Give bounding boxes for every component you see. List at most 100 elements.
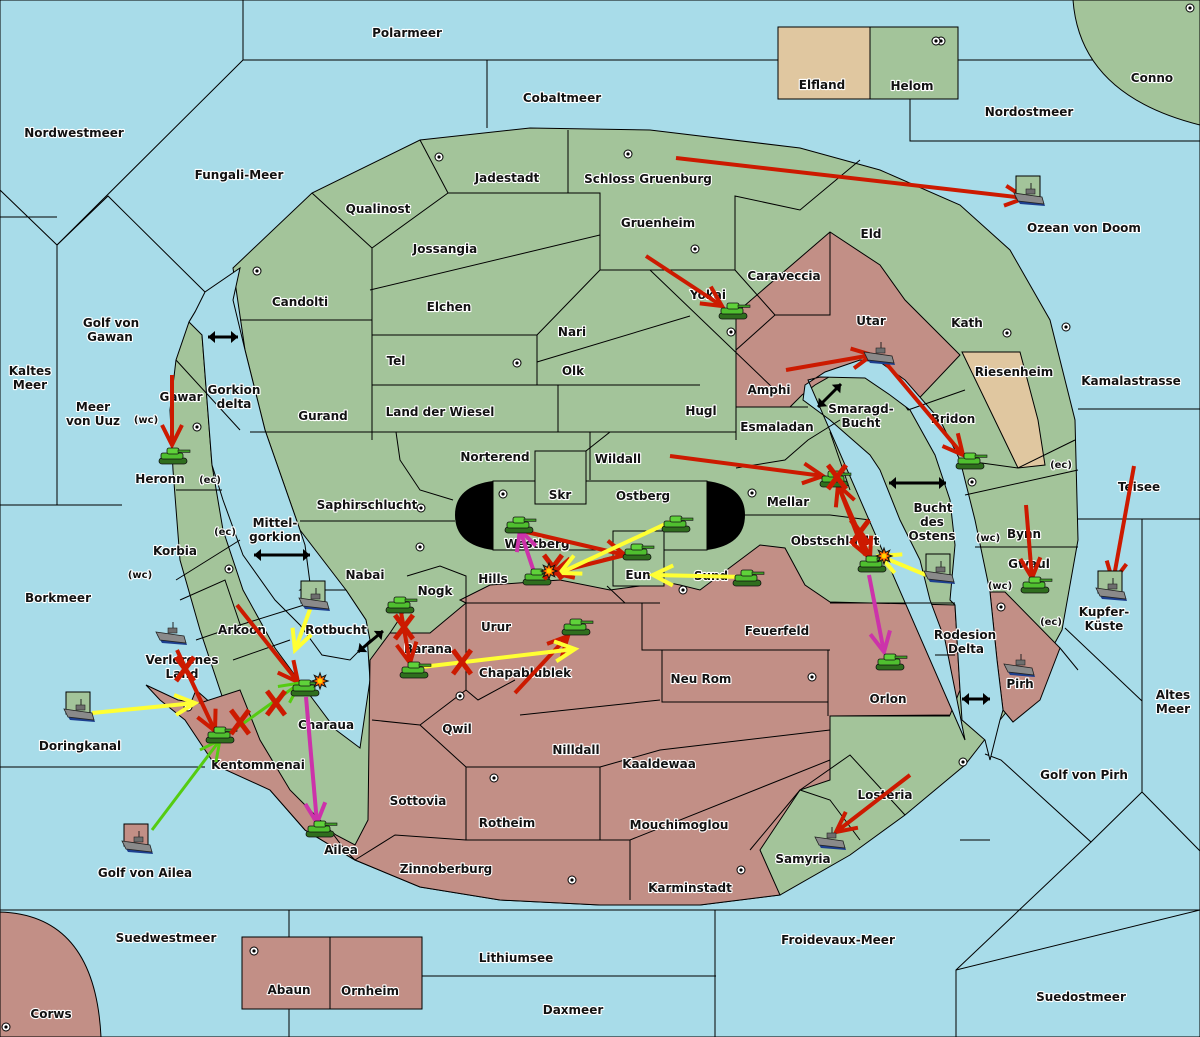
battles	[310, 546, 894, 691]
move-order-arrow	[644, 254, 726, 309]
supply-centers	[1, 3, 1195, 1032]
supply-center-icon	[678, 585, 688, 595]
supply-center-icon	[416, 503, 426, 513]
label-bucht: Bucht	[913, 501, 952, 515]
label-daxmeer: Daxmeer	[543, 1003, 604, 1017]
supply-center-icon	[736, 865, 746, 875]
label-wildall: Wildall	[595, 452, 641, 466]
label-bucht: Bucht	[841, 416, 880, 430]
region-conno[interactable]	[1072, 0, 1200, 126]
tank-icon[interactable]	[399, 661, 432, 679]
tank-icon[interactable]	[718, 302, 751, 320]
label-kamalastrasse: Kamalastrasse	[1081, 374, 1181, 388]
tank-icon[interactable]	[661, 515, 694, 533]
tank-icon[interactable]	[875, 653, 908, 671]
label-nabai: Nabai	[346, 568, 385, 582]
label-candolti: Candolti	[272, 295, 328, 309]
ship-icon[interactable]	[121, 823, 153, 854]
label-golf-von: Golf von	[83, 316, 139, 330]
label-tel: Tel	[387, 354, 406, 368]
label-nordostmeer: Nordostmeer	[985, 105, 1074, 119]
label-conno: Conno	[1131, 71, 1173, 85]
ship-icon[interactable]	[298, 580, 330, 611]
label-esmaladan: Esmaladan	[740, 420, 813, 434]
label-feuerfeld: Feuerfeld	[745, 624, 810, 638]
region-ornheim[interactable]	[329, 936, 423, 1010]
inland-seas	[188, 266, 1004, 761]
label-qualinost: Qualinost	[346, 202, 411, 216]
explosion-icon	[539, 561, 559, 581]
label-riesenheim: Riesenheim	[975, 365, 1054, 379]
supply-center-icon	[224, 564, 234, 574]
label-norterend: Norterend	[460, 450, 529, 464]
double-arrow-icon	[357, 629, 384, 654]
label-karminstadt: Karminstadt	[648, 881, 732, 895]
label-amphi: Amphi	[747, 383, 790, 397]
label-elfland: Elfland	[799, 78, 845, 92]
supply-center-icon	[498, 489, 508, 499]
supply-center-icon	[434, 152, 444, 162]
double-arrow-icon	[208, 331, 238, 343]
double-arrow-icon	[816, 382, 843, 409]
label-polarmeer: Polarmeer	[372, 26, 442, 40]
label-korbia: Korbia	[153, 544, 197, 558]
label-suedwestmeer: Suedwestmeer	[116, 931, 217, 945]
support-order-arrow	[421, 639, 580, 669]
supply-center-icon	[489, 773, 499, 783]
label-qwil: Qwil	[442, 722, 472, 736]
label-caraveccia: Caraveccia	[747, 269, 820, 283]
ship-icon[interactable]	[155, 615, 187, 645]
ship-icon[interactable]	[863, 335, 895, 365]
ship-icon[interactable]	[63, 691, 95, 722]
label-ornheim: Ornheim	[341, 984, 399, 998]
supply-center-icon	[249, 946, 259, 956]
tank-icon[interactable]	[732, 569, 765, 587]
label-nordwestmeer: Nordwestmeer	[24, 126, 124, 140]
label-doringkanal: Doringkanal	[39, 739, 121, 753]
label-rotheim: Rotheim	[479, 816, 536, 830]
label-froidevaux-meer: Froidevaux-Meer	[781, 933, 895, 947]
ship-icon[interactable]	[1095, 570, 1127, 601]
label-eld: Eld	[861, 227, 882, 241]
tank-icon[interactable]	[955, 452, 988, 470]
move-order-arrow	[160, 375, 184, 450]
label-golf-von-ailea: Golf von Ailea	[98, 866, 192, 880]
tank-icon[interactable]	[305, 820, 338, 838]
failed-order-x-icon	[229, 708, 251, 736]
label-corws: Corws	[30, 1007, 71, 1021]
label-altes: Altes	[1156, 688, 1190, 702]
supply-center-icon	[931, 36, 941, 46]
tank-icon[interactable]	[385, 596, 418, 614]
tank-icon[interactable]	[504, 516, 537, 534]
tank-icon[interactable]	[561, 618, 594, 636]
land-borders	[175, 130, 1079, 900]
coast-labels: (wc)(ec)(ec)(wc)(ec)(wc)(wc)(ec)	[127, 414, 1073, 629]
tank-icon[interactable]	[622, 543, 655, 561]
label-golf-von-pirh: Golf von Pirh	[1040, 768, 1128, 782]
coast-label: (ec)	[1050, 460, 1072, 471]
explosion-icon	[310, 671, 330, 691]
supply-center-icon	[415, 542, 425, 552]
supply-center-icon	[512, 358, 522, 368]
ship-icon[interactable]	[814, 820, 846, 850]
failed-order-x-icon	[265, 689, 287, 717]
label-mittel: Mittel-	[253, 516, 298, 530]
region-elfland[interactable]	[777, 26, 871, 100]
failed-order-x-icon	[393, 613, 415, 641]
tank-icon[interactable]	[158, 447, 191, 465]
tank-icon[interactable]	[1020, 576, 1053, 594]
label-delta: Delta	[948, 642, 984, 656]
tank-icon[interactable]	[290, 679, 323, 697]
ship-icon[interactable]	[1013, 175, 1045, 206]
label-cobaltmeer: Cobaltmeer	[523, 91, 601, 105]
supply-center-icon	[690, 244, 700, 254]
supply-center-icon	[1185, 3, 1195, 13]
region-corws[interactable]	[0, 911, 102, 1037]
label-elchen: Elchen	[427, 300, 472, 314]
ship-icon[interactable]	[1003, 647, 1035, 677]
units	[63, 175, 1127, 854]
supply-center-icon	[252, 266, 262, 276]
ship-icon[interactable]	[923, 553, 955, 584]
label-abaun: Abaun	[267, 983, 310, 997]
